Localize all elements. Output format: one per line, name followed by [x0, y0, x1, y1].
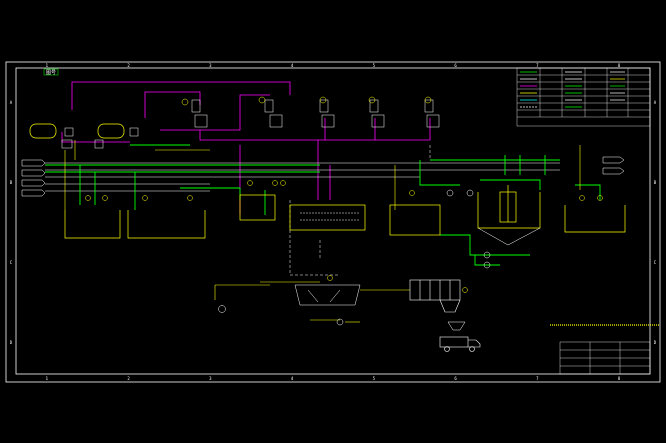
- air-lines: [61, 81, 431, 215]
- frame-markers: A A B B C C D D 1 1 2 2 3 3 4 4 5 5 6 6 7 7 8 8: [10, 63, 657, 381]
- frame-col-marker: 6: [454, 376, 457, 381]
- instrument-bubbles: [85, 96, 603, 293]
- clarifier-icon: [294, 212, 541, 306]
- frame-col-marker: 7: [536, 63, 539, 68]
- frame-row-marker: B: [654, 180, 657, 185]
- legend-table: [516, 67, 651, 127]
- utility-headers: [45, 162, 560, 192]
- frame-col-marker: 3: [209, 63, 212, 68]
- hopper: [447, 321, 466, 331]
- instrument-lines: [64, 140, 581, 323]
- frame-col-marker: 8: [618, 63, 621, 68]
- filter-press-icon: [409, 279, 461, 313]
- drawing-tag: 图号: [46, 70, 56, 76]
- reactor-vessel: [499, 185, 517, 223]
- frame-col-marker: 3: [209, 376, 212, 381]
- frame-col-marker: 5: [373, 376, 376, 381]
- frame-row-marker: B: [10, 180, 13, 185]
- frame-col-marker: 1: [46, 63, 49, 68]
- frame-col-marker: 2: [127, 63, 130, 68]
- outer-frame: [5, 61, 661, 383]
- inner-frame: [15, 67, 651, 375]
- tank-icon: [29, 123, 125, 139]
- frame-row-marker: C: [654, 260, 657, 265]
- frame-row-marker: D: [654, 340, 657, 345]
- frame-row-marker: A: [654, 100, 657, 105]
- truck-icon: [439, 336, 481, 352]
- frame-row-marker: A: [10, 100, 13, 105]
- drain-lines: [289, 145, 431, 276]
- frame-col-marker: 8: [618, 376, 621, 381]
- product-outlets: [602, 156, 625, 175]
- pump-icon: [218, 189, 491, 326]
- drawing-tag-box: [43, 68, 59, 76]
- frame-col-marker: 6: [454, 63, 457, 68]
- process-lines: [45, 144, 601, 266]
- frame-col-marker: 7: [536, 376, 539, 381]
- frame-row-marker: C: [10, 260, 13, 265]
- dosing-tanks: [191, 99, 440, 128]
- feed-inlets: [21, 159, 46, 197]
- frame-col-marker: 4: [291, 63, 294, 68]
- title-block: [559, 341, 651, 375]
- frame-col-marker: 5: [373, 63, 376, 68]
- frame-col-marker: 2: [127, 376, 130, 381]
- frame-col-marker: 4: [291, 376, 294, 381]
- process-tanks: [64, 192, 626, 239]
- frame-col-marker: 1: [46, 376, 49, 381]
- frame-row-marker: D: [10, 340, 13, 345]
- legend-swatches: [520, 71, 625, 108]
- blower-icon: [61, 127, 139, 149]
